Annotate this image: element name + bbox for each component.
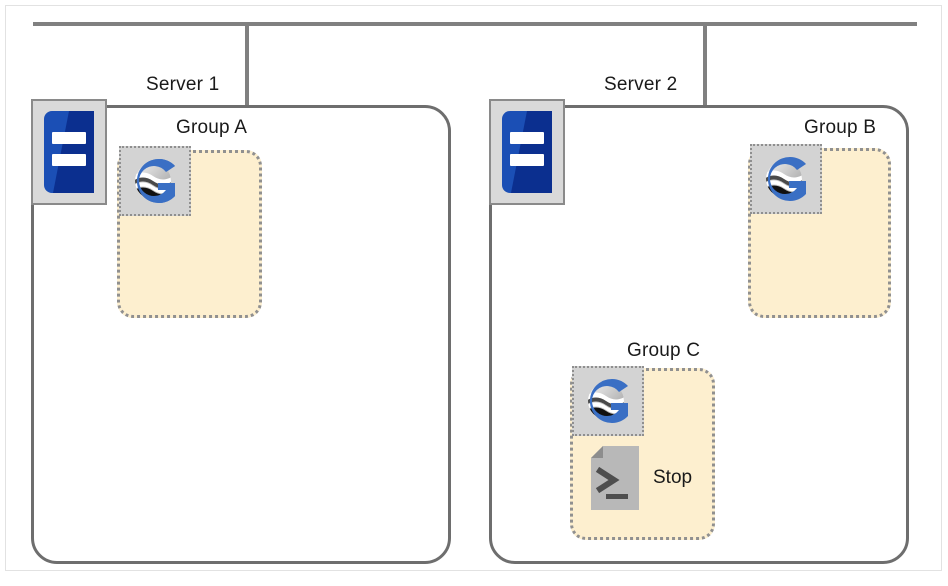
glassfish-instance-icon-b[interactable]	[750, 144, 822, 214]
glassfish-icon-glyph	[135, 159, 175, 203]
script-item-label: Stop	[653, 467, 693, 488]
outer-frame	[5, 5, 942, 571]
group-label-a: Group A	[176, 117, 248, 138]
tab-label-server-1[interactable]: Server 1	[146, 74, 220, 95]
glassfish-icon-glyph	[766, 157, 806, 201]
server-icon-glyph	[44, 111, 94, 193]
script-item-stop[interactable]: Stop	[589, 444, 692, 512]
group-label-b: Group B	[804, 117, 877, 138]
group-label-c: Group C	[627, 340, 701, 361]
glassfish-icon-glyph	[588, 379, 628, 423]
tab-bar-top-rule	[33, 22, 917, 26]
server-panel-1[interactable]	[31, 105, 451, 564]
tab-divider-server-1	[245, 22, 249, 106]
script-icon	[591, 446, 639, 510]
server-panel-2[interactable]	[489, 105, 909, 564]
server-icon-2[interactable]	[489, 99, 565, 205]
tab-label-server-2[interactable]: Server 2	[604, 74, 678, 95]
glassfish-instance-icon-a[interactable]	[119, 146, 191, 216]
glassfish-instance-icon-c[interactable]	[572, 366, 644, 436]
server-icon-glyph	[502, 111, 552, 193]
server-icon-1[interactable]	[31, 99, 107, 205]
tab-divider-server-2	[703, 22, 707, 106]
